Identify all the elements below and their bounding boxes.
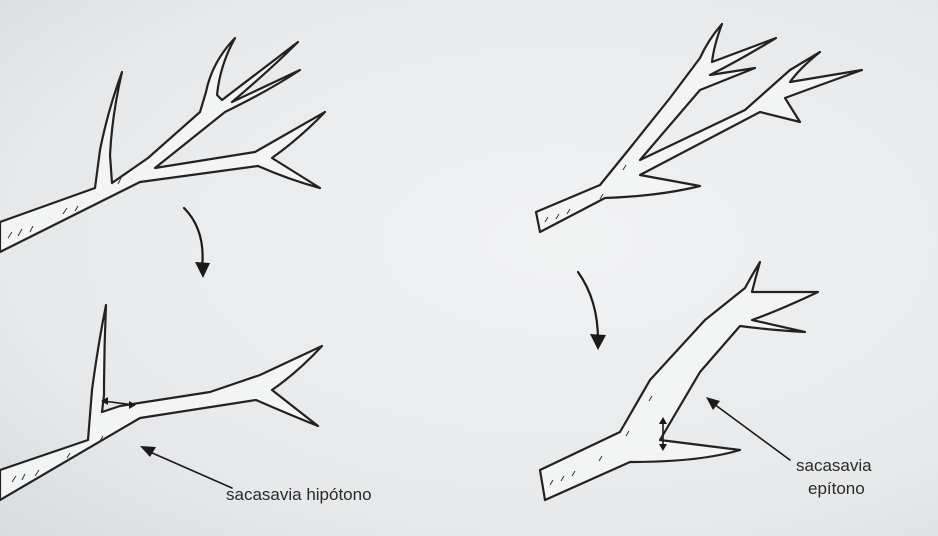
epitone-label-line1: sacasavia [796, 455, 872, 477]
process-arrow-right [578, 272, 606, 350]
branch-bottom-right [540, 262, 818, 500]
hypotone-label: sacasavia hipótono [226, 484, 372, 506]
branch-top-left [0, 38, 325, 252]
process-arrow-left [184, 208, 210, 278]
branch-bottom-left [0, 305, 322, 500]
epitone-label-line2: epítono [808, 478, 865, 500]
pointer-arrow-hypotone [140, 446, 232, 488]
branch-top-right [536, 24, 862, 232]
